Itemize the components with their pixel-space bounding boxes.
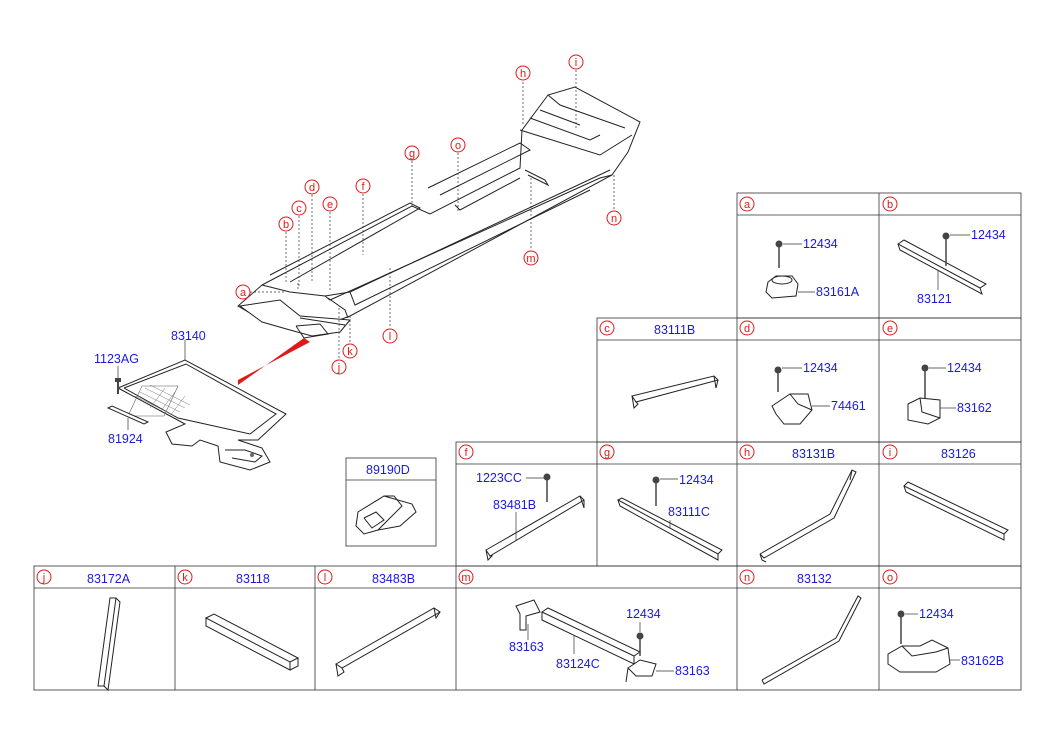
callout-i: i — [568, 54, 584, 70]
panel-l-title: 83483B — [372, 572, 415, 586]
svg-text:f: f — [464, 447, 468, 459]
panel-e: e 12434 83162 — [882, 320, 992, 425]
svg-text:g: g — [604, 447, 610, 459]
svg-text:d: d — [309, 182, 315, 194]
part-g-0: 12434 — [679, 473, 714, 487]
svg-text:m: m — [461, 572, 470, 584]
part-m-0: 83163 — [509, 640, 544, 654]
panel-n: n 83132 — [739, 569, 862, 685]
panel-k-title: 83118 — [236, 572, 270, 586]
svg-text:o: o — [887, 572, 893, 584]
callout-group: a b c d e f g h i o m n l k j — [235, 54, 622, 375]
floor-mat-drawing — [116, 359, 287, 471]
svg-text:m: m — [526, 253, 535, 265]
part-m-3: 83163 — [675, 664, 710, 678]
svg-text:b: b — [887, 199, 893, 211]
callout-c: c — [291, 200, 307, 216]
callout-j: j — [331, 359, 347, 375]
callout-g: g — [404, 145, 420, 161]
parts-grid-lines — [33, 192, 1022, 691]
panel-m: m 83163 83124C 12434 83163 — [458, 569, 710, 683]
callout-d: d — [304, 179, 320, 195]
svg-text:d: d — [744, 323, 750, 335]
panel-d: d 12434 74461 — [739, 320, 866, 425]
svg-text:j: j — [42, 572, 45, 584]
panel-j: j 83172A — [36, 569, 131, 692]
strip-81924-drawing — [106, 405, 150, 430]
part-d-0: 12434 — [803, 361, 838, 375]
panel-n-title: 83132 — [797, 572, 832, 586]
part-e-1: 83162 — [957, 401, 992, 415]
part-b-1: 83121 — [917, 292, 952, 306]
svg-text:j: j — [337, 362, 340, 374]
svg-text:f: f — [361, 181, 365, 193]
panel-o: o 12434 83162B — [882, 569, 1004, 673]
panel-f: f 1223CC 83481B — [458, 444, 585, 562]
callout-e: e — [322, 196, 338, 212]
part-m-2: 12434 — [626, 607, 661, 621]
part-o-0: 12434 — [919, 607, 954, 621]
panel-k: k 83118 — [177, 569, 300, 671]
panel-i: i 83126 — [882, 444, 1009, 541]
svg-text:k: k — [347, 346, 353, 358]
part-b-0: 12434 — [971, 228, 1006, 242]
svg-text:l: l — [324, 572, 326, 584]
part-a-1: 83161A — [816, 285, 860, 299]
callout-b: b — [278, 216, 294, 232]
svg-text:h: h — [744, 447, 750, 459]
part-m-1: 83124C — [556, 657, 600, 671]
svg-text:a: a — [744, 199, 751, 211]
svg-text:g: g — [409, 148, 415, 160]
part-e-0: 12434 — [947, 361, 982, 375]
part-o-1: 83162B — [961, 654, 1004, 668]
panel-a: a 12434 83161A — [739, 196, 860, 299]
svg-text:e: e — [887, 323, 893, 335]
panel-j-title: 83172A — [87, 572, 131, 586]
svg-text:n: n — [744, 572, 750, 584]
label-89190d: 89190D — [366, 463, 410, 477]
callout-m: m — [523, 250, 539, 266]
svg-text:e: e — [327, 199, 333, 211]
callout-o: o — [450, 137, 466, 153]
panel-l: l 83483B — [317, 569, 441, 677]
svg-text:b: b — [283, 219, 289, 231]
panel-h: h 83131B — [739, 444, 857, 563]
label-bolt: 1123AG — [94, 352, 139, 366]
svg-text:c: c — [604, 323, 610, 335]
panel-c-title: 83111B — [654, 323, 695, 337]
callout-h: h — [515, 65, 531, 81]
svg-text:i: i — [889, 447, 891, 459]
callout-k: k — [342, 343, 358, 359]
panel-h-title: 83131B — [792, 447, 835, 461]
svg-text:k: k — [182, 572, 188, 584]
panel-i-title: 83126 — [941, 447, 976, 461]
part-f-0: 1223CC — [476, 471, 522, 485]
part-a-0: 12434 — [803, 237, 838, 251]
panel-b: b 12434 83121 — [882, 196, 1006, 306]
label-strip: 81924 — [108, 432, 143, 446]
svg-text:o: o — [455, 140, 461, 152]
callout-n: n — [606, 210, 622, 226]
svg-text:n: n — [611, 213, 617, 225]
part-d-1: 74461 — [831, 399, 866, 413]
location-indicator — [238, 338, 310, 385]
svg-text:a: a — [240, 287, 247, 299]
part-f-1: 83481B — [493, 498, 536, 512]
bolt-1123ag-drawing — [115, 366, 121, 394]
svg-text:c: c — [296, 203, 302, 215]
svg-text:i: i — [575, 57, 577, 69]
label-mat: 83140 — [171, 329, 206, 343]
part-g-1: 83111C — [668, 505, 710, 519]
panel-c: c 83111B — [599, 320, 719, 410]
svg-text:h: h — [520, 68, 526, 80]
callout-f: f — [355, 178, 371, 194]
svg-text:l: l — [389, 331, 391, 343]
callout-l: l — [382, 328, 398, 344]
panel-g: g 12434 83111C — [599, 444, 723, 561]
callout-a: a — [235, 284, 251, 300]
floor-assembly-drawing — [237, 86, 641, 339]
trim-89190d-box: 89190D — [345, 457, 437, 547]
